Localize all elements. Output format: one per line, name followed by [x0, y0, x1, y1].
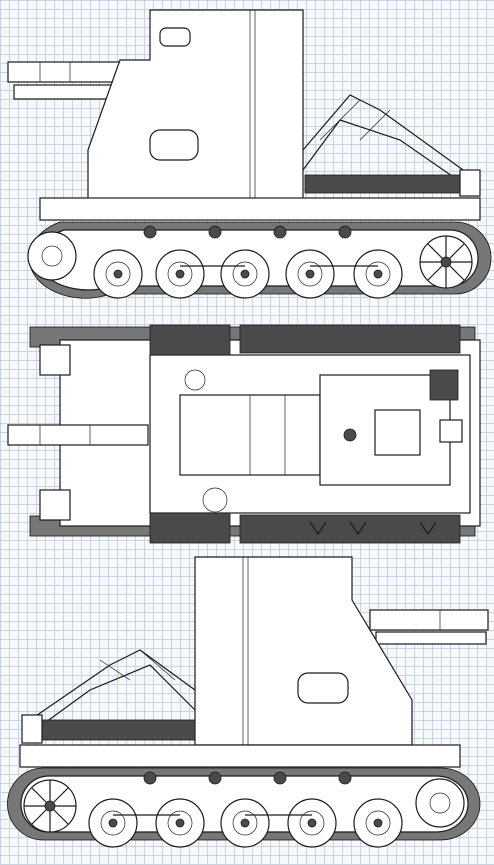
top-view	[7, 324, 481, 544]
gun-barrel-lower	[369, 609, 489, 645]
gun-shield-lower	[194, 556, 413, 746]
idler-wheel-upper	[419, 235, 473, 289]
side-view-upper	[7, 9, 492, 299]
drive-sprocket-upper	[27, 231, 77, 281]
drive-sprocket-lower	[415, 778, 465, 828]
gun-shield-upper	[87, 9, 304, 201]
road-wheels-lower	[88, 798, 403, 848]
rear-struts-upper	[302, 94, 481, 197]
gun-barrel-top	[7, 424, 149, 446]
idler-wheel-lower	[23, 779, 77, 833]
rear-struts-lower	[21, 649, 196, 744]
side-view-lower	[7, 556, 489, 848]
gun-carriage-top	[179, 369, 451, 513]
shield-port-upper	[149, 129, 199, 161]
hull-upper	[39, 197, 481, 221]
road-wheels-upper	[93, 249, 403, 299]
vision-hatch-upper	[159, 27, 191, 47]
shield-port-lower	[297, 672, 349, 704]
hull-lower	[19, 744, 461, 768]
